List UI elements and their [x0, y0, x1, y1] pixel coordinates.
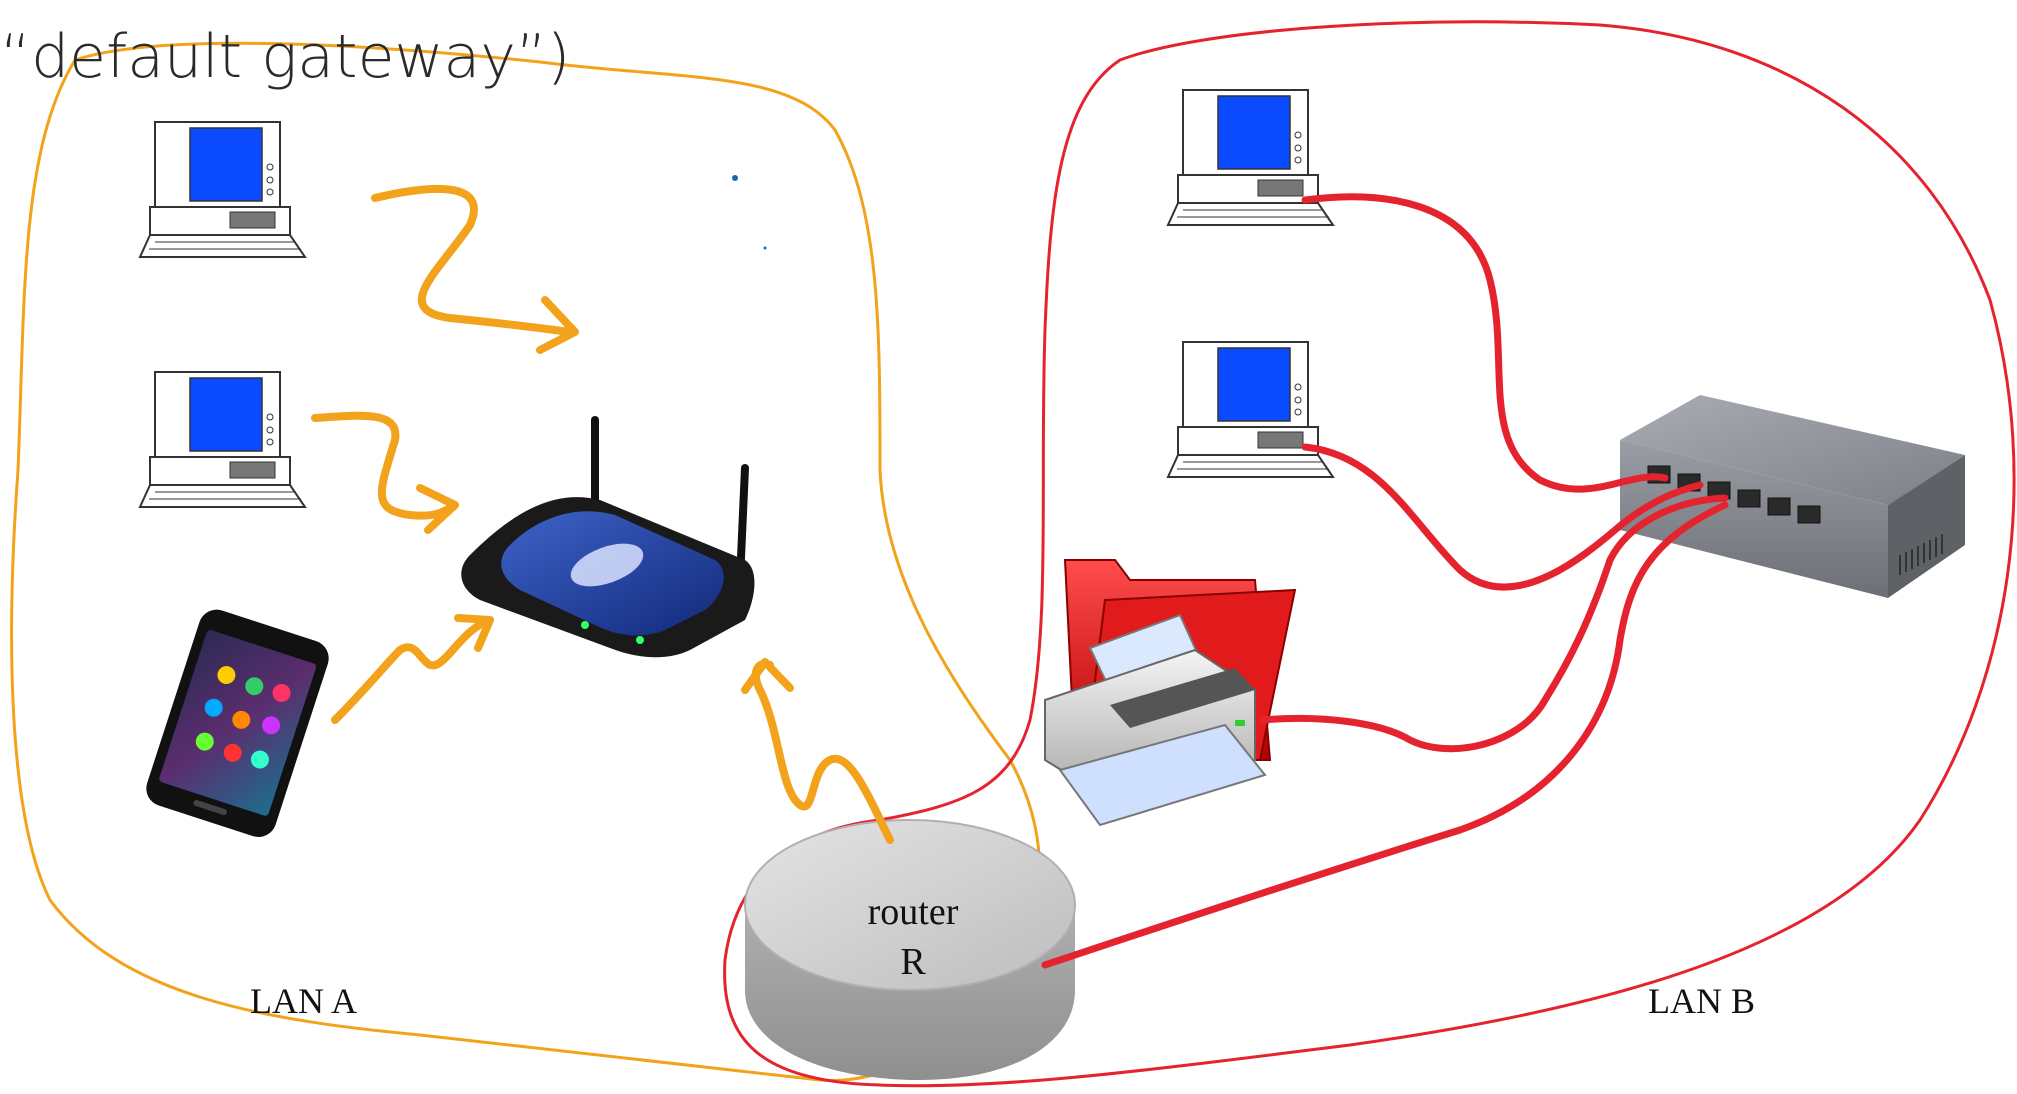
cable-pc1: [1301, 193, 1669, 493]
wireless-arrow-pc2: [311, 411, 459, 520]
wireless-arrow-pc1: [371, 184, 574, 336]
slide-title: “default gateway”): [0, 22, 571, 92]
speck: [732, 175, 738, 181]
router-icon: [744, 819, 1076, 1080]
printer-icon: [1044, 613, 1267, 827]
lan-b-label: LAN B: [1648, 981, 1755, 1021]
wireless-arrow-head: [741, 658, 794, 694]
phone-icon: [146, 609, 329, 838]
wireless-arrow-head: [536, 296, 579, 354]
cable-printer: [1258, 494, 1729, 753]
computer-icon: [138, 121, 307, 258]
ethernet-cables: [1041, 193, 1729, 969]
wireless-arrow-head: [416, 484, 459, 534]
router-name: R: [900, 941, 926, 983]
wireless-arrow-head: [454, 614, 494, 652]
cable-router: [1041, 501, 1729, 969]
lan-a-label: LAN A: [250, 981, 357, 1021]
computer-icon: [1166, 341, 1335, 478]
speck: [763, 246, 767, 250]
wireless-arrow-router: [751, 659, 894, 844]
wifi-router-icon: [461, 416, 755, 658]
router-label: router: [867, 891, 959, 933]
lan-b-boundary: [723, 20, 2016, 1088]
cable-pc2: [1301, 443, 1704, 591]
wireless-arrow-phone: [331, 616, 494, 724]
computer-icon: [1166, 89, 1335, 226]
wireless-links: [311, 184, 894, 844]
computer-icon: [138, 371, 307, 508]
